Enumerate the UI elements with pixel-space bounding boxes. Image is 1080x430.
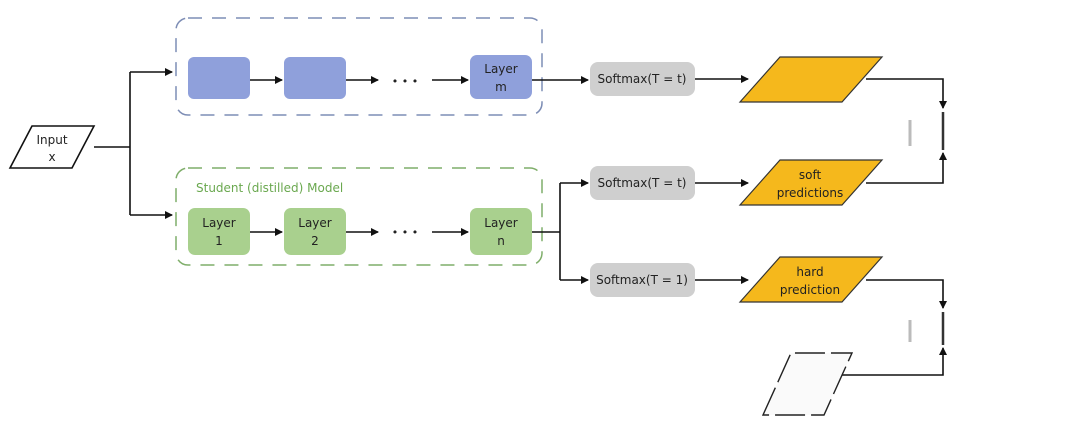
hard-prediction: hard prediction [738, 256, 884, 303]
teacher-layer-2 [284, 57, 346, 99]
ellipsis: • • • [392, 226, 418, 239]
connector [532, 183, 561, 280]
svg-text:Layer: Layer [202, 216, 236, 230]
teacher-layer-1 [188, 57, 250, 99]
student-model-box [175, 167, 543, 266]
teacher-model-box [175, 17, 543, 116]
ellipsis: • • • [392, 75, 418, 88]
connector [866, 279, 947, 309]
svg-text:1: 1 [215, 234, 223, 248]
soft-predictions: soft predictions [738, 159, 884, 206]
student-model-title: Student (distilled) Model [196, 181, 343, 195]
svg-text:n: n [497, 234, 505, 248]
input-variable: x [48, 150, 55, 164]
student-layer-1: Layer 1 [188, 208, 250, 255]
svg-text:2: 2 [311, 234, 319, 248]
input-label: Input [36, 133, 67, 147]
svg-text:Layer: Layer [298, 216, 332, 230]
student-layer-2: Layer 2 [284, 208, 346, 255]
connector [840, 347, 947, 376]
connector [866, 152, 947, 184]
connector [866, 78, 947, 109]
teacher-softmax: Softmax(T = t) [590, 62, 695, 96]
input-connector [94, 72, 131, 215]
svg-text:Softmax(T = 1): Softmax(T = 1) [596, 273, 688, 287]
ground-truth-node [761, 352, 854, 416]
svg-text:m: m [495, 80, 507, 94]
svg-text:prediction: prediction [780, 283, 840, 297]
svg-text:hard: hard [796, 265, 823, 279]
svg-text:predictions: predictions [777, 186, 843, 200]
svg-text:Layer: Layer [484, 216, 518, 230]
svg-text:Softmax(T = t): Softmax(T = t) [598, 72, 687, 86]
teacher-output [738, 56, 884, 103]
svg-text:Softmax(T = t): Softmax(T = t) [598, 176, 687, 190]
svg-text:soft: soft [799, 168, 822, 182]
svg-text:Layer: Layer [484, 62, 518, 76]
teacher-layer-m: Layer m [470, 55, 532, 99]
student-softmax-hard: Softmax(T = 1) [590, 263, 695, 297]
student-layer-n: Layer n [470, 208, 532, 255]
input-node: Input x [8, 125, 96, 169]
student-softmax-soft: Softmax(T = t) [590, 166, 695, 200]
